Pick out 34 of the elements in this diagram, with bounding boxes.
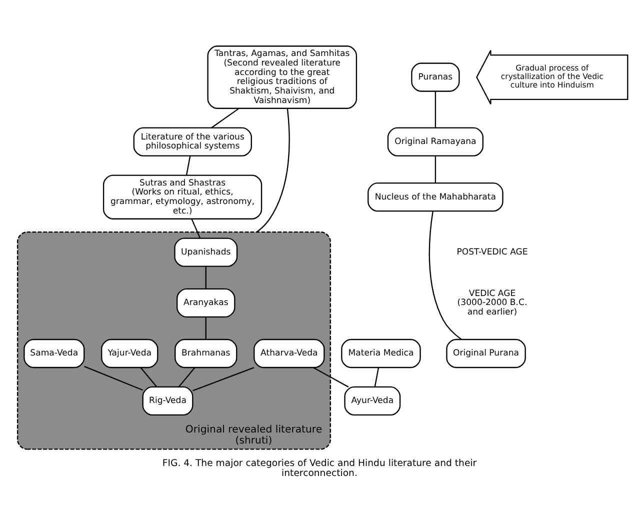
node-box: Nucleus of the Mahabharata bbox=[368, 182, 504, 212]
connector bbox=[192, 366, 254, 391]
node-box: Ayur-Veda bbox=[344, 386, 401, 416]
label: POST-VEDIC AGE bbox=[456, 247, 528, 258]
node-box: Original Purana bbox=[446, 338, 526, 368]
connector bbox=[211, 107, 240, 128]
node-box: Materia Medica bbox=[341, 338, 421, 368]
node-box: Literature of the various philosophical systems bbox=[133, 126, 252, 156]
node-box: Puranas bbox=[411, 62, 460, 92]
connector bbox=[256, 108, 290, 232]
connector bbox=[140, 366, 158, 387]
connector bbox=[312, 366, 349, 387]
node-box: Atharva-Veda bbox=[254, 338, 325, 368]
node-box: Sama-Veda bbox=[24, 338, 85, 368]
connector bbox=[186, 155, 191, 175]
node-box: Rig-Veda bbox=[142, 386, 194, 416]
connector bbox=[191, 218, 201, 238]
node-box: Aranyakas bbox=[176, 288, 236, 317]
node-box: Upanishads bbox=[174, 237, 238, 266]
label: VEDIC AGE (3000-2000 B.C. and earlier) bbox=[457, 288, 528, 317]
node-box: Sutras and Shastras (Works on ritual, ethics, grammar, etymology, astronomy, etc.) bbox=[102, 174, 262, 219]
node-box: Yajur-Veda bbox=[101, 338, 158, 368]
node-box: Brahmanas bbox=[174, 338, 238, 368]
connector bbox=[434, 90, 436, 128]
connector bbox=[374, 366, 380, 386]
node-box: Tantras, Agamas, and Samhitas (Second revealed literature according to the great religious traditions of Shaktism, Shaivism, and Vaishnavism) bbox=[207, 45, 358, 108]
connector bbox=[84, 365, 144, 390]
connector bbox=[178, 366, 196, 387]
node-box: Original Ramayana bbox=[387, 126, 484, 156]
caption: FIG. 4. The major categories of Vedic and Hindu literature and their interconnection. bbox=[162, 458, 477, 479]
connector bbox=[205, 266, 206, 288]
connector bbox=[434, 155, 436, 182]
connector bbox=[205, 316, 206, 339]
connector bbox=[428, 210, 462, 340]
